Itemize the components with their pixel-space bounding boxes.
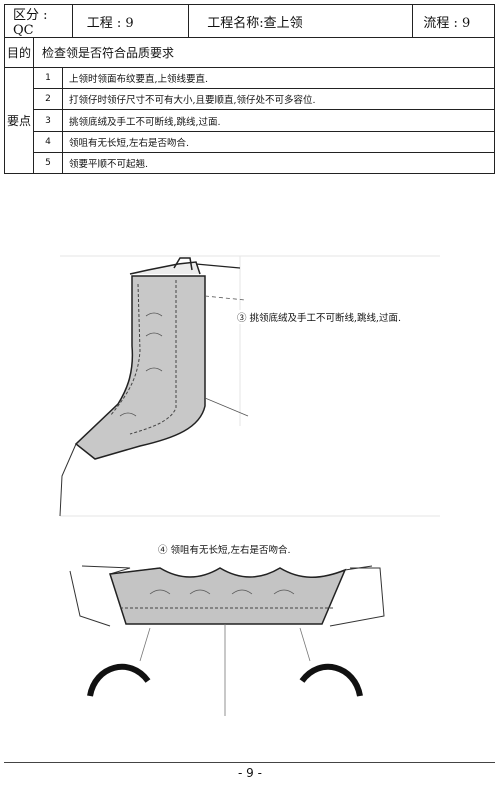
collar-illustration — [59, 255, 440, 716]
caption-collar-tips: ④ 领咀有无长短,左右是否吻合. — [158, 542, 291, 556]
key-point-number: 2 — [34, 89, 63, 110]
key-point-number: 1 — [34, 68, 63, 89]
key-point-number: 4 — [34, 131, 63, 152]
footer-divider — [4, 762, 495, 763]
key-point-row: 1 上领时领面布纹要直,上领线要直. — [34, 68, 494, 90]
key-point-text: 领要平顺不可起翘. — [69, 158, 149, 170]
header-table: 区分 : QC 工程 : 9 工程名称:查上领 流程 : 9 — [4, 4, 495, 38]
purpose-text: 检查领是否符合品质要求 — [42, 46, 175, 60]
key-points-table: 要点 1 上领时领面布纹要直,上领线要直. 2 打领仔时领仔尺寸不可有大小,且要… — [4, 68, 495, 174]
key-point-number: 5 — [34, 152, 63, 174]
key-point-row: 4 领咀有无长短,左右是否吻合. — [34, 131, 494, 153]
division-cell: 区分 : QC — [5, 5, 73, 38]
key-point-row: 2 打领仔时领仔尺寸不可有大小,且要顺直,领仔处不可多容位. — [34, 89, 494, 111]
page-number: - 9 - — [238, 766, 262, 780]
process-cell: 工程 : 9 — [73, 5, 190, 37]
key-points-label: 要点 — [5, 68, 34, 173]
key-point-text: 上领时领面布纹要直,上领线要直. — [69, 74, 209, 86]
key-point-text: 打领仔时领仔尺寸不可有大小,且要顺直,领仔处不可多容位. — [69, 95, 316, 107]
collar-front-drawing — [69, 565, 385, 716]
collar-side-drawing — [59, 257, 249, 517]
key-point-text: 挑领底绒及手工不可断线,跳线,过面. — [69, 116, 221, 128]
key-point-text: 领咀有无长短,左右是否吻合. — [69, 137, 190, 149]
flow-cell: 流程 : 9 — [423, 15, 471, 31]
key-point-row: 3 挑领底绒及手工不可断线,跳线,过面. — [34, 110, 494, 132]
key-point-number: 3 — [34, 110, 63, 131]
illustration-area: ③ 挑领底绒及手工不可断线,跳线,过面. ④ 领咀有无长短,左右是否吻合. — [0, 176, 500, 746]
process-name-cell: 工程名称:查上领 — [189, 5, 414, 37]
purpose-label: 目的 — [5, 38, 34, 67]
purpose-row: 目的 检查领是否符合品质要求 — [4, 38, 495, 68]
caption-stitching: ③ 挑领底绒及手工不可断线,跳线,过面. — [237, 310, 402, 324]
key-point-row: 5 领要平顺不可起翘. — [34, 152, 494, 174]
